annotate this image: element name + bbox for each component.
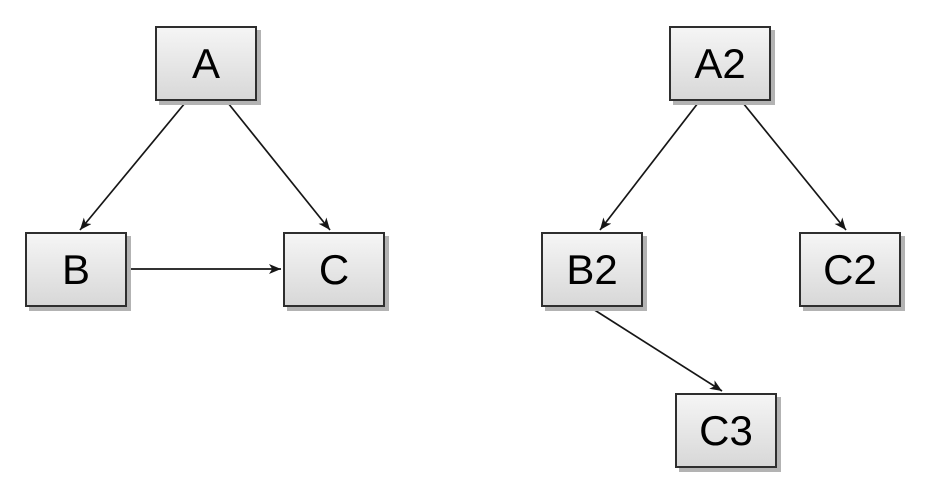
node-C-label: C (318, 245, 350, 293)
node-A-label: A (191, 39, 220, 87)
node-C2-label: C2 (823, 245, 877, 293)
node-C3-label: C3 (699, 406, 753, 454)
node-C3[interactable]: C3 (675, 393, 777, 468)
node-B-label: B (61, 245, 90, 293)
node-B2-label: B2 (566, 245, 618, 293)
node-B[interactable]: B (25, 232, 127, 307)
node-B2[interactable]: B2 (541, 232, 643, 307)
node-A2[interactable]: A2 (669, 26, 771, 101)
edge-A2-to-B2 (599, 102, 699, 231)
edge-B2-to-C3 (592, 308, 723, 392)
node-C2[interactable]: C2 (799, 232, 901, 307)
node-A2-label: A2 (694, 39, 746, 87)
node-A[interactable]: A (155, 26, 257, 101)
edge-A-to-C (227, 102, 331, 231)
node-C[interactable]: C (283, 232, 385, 307)
edge-A2-to-C2 (742, 102, 847, 231)
edge-A-to-B (79, 102, 186, 231)
